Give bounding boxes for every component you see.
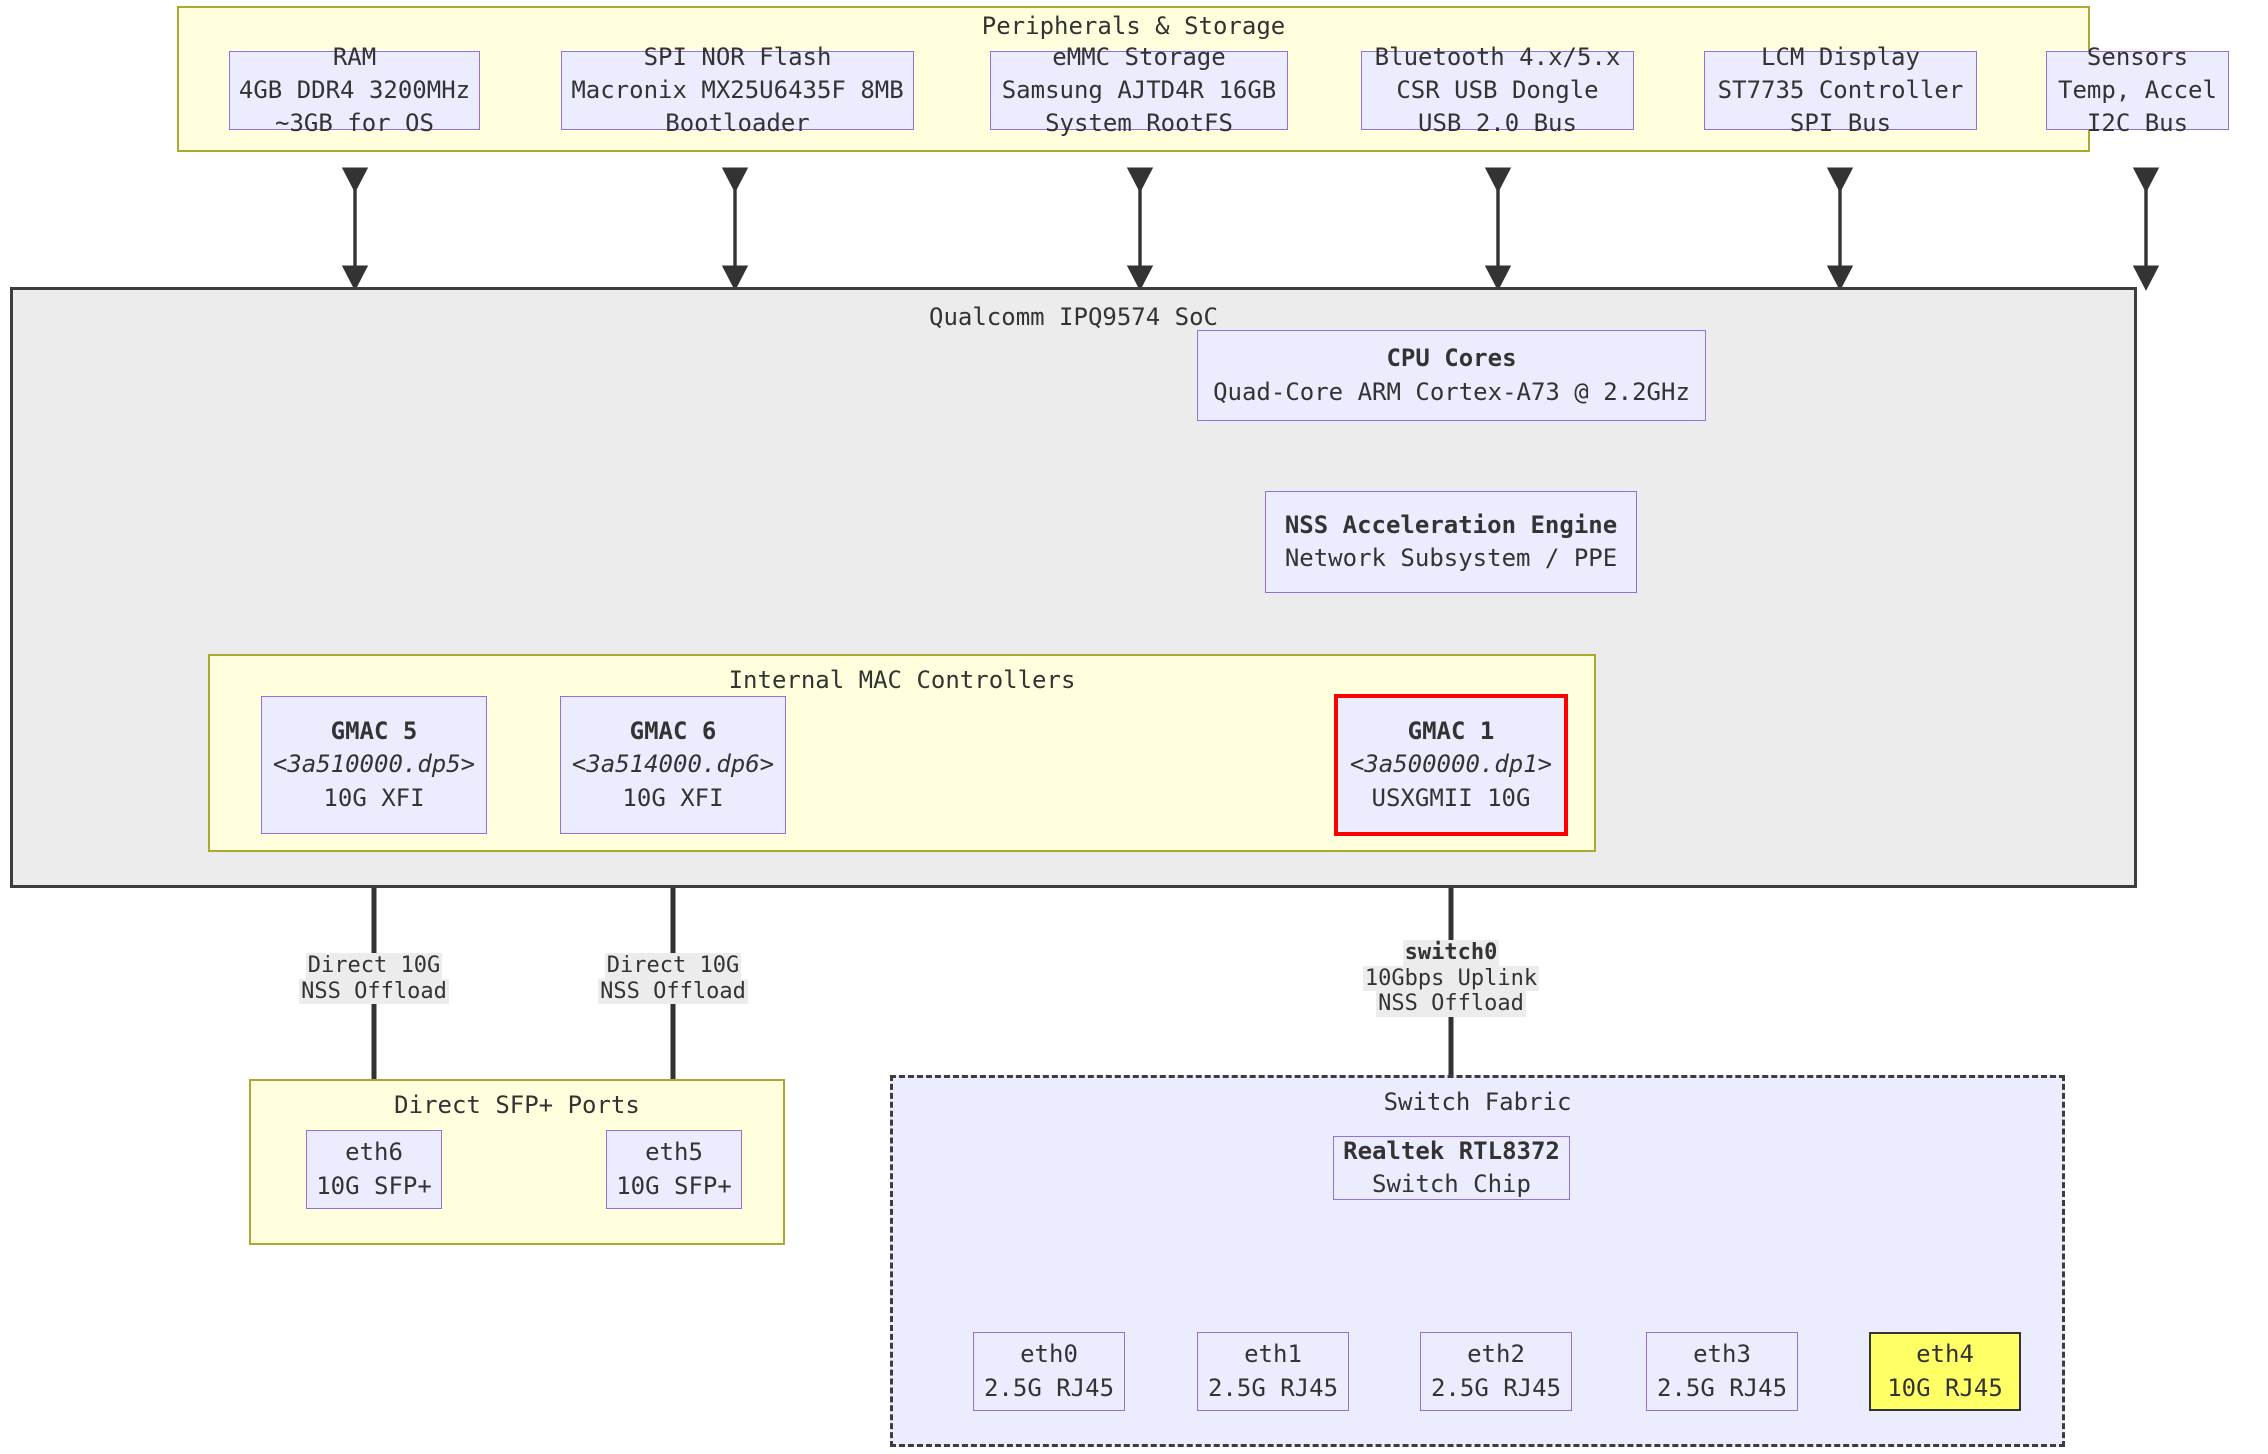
node-ram-line-0: RAM xyxy=(332,42,377,71)
node-gmac6[interactable]: GMAC 6 <3a514000.dp6> 10G XFI xyxy=(560,696,786,834)
node-eth4[interactable]: eth4 10G RJ45 xyxy=(1869,1332,2021,1411)
node-eth3-detail: 2.5G RJ45 xyxy=(1656,1373,1788,1402)
node-eth6[interactable]: eth6 10G SFP+ xyxy=(306,1130,442,1209)
node-lcm-display[interactable]: LCM Display ST7735 Controller SPI Bus xyxy=(1704,43,1977,137)
node-emmc-line-1: Samsung AJTD4R 16GB xyxy=(1001,75,1277,104)
node-cpu-detail: Quad-Core ARM Cortex-A73 @ 2.2GHz xyxy=(1213,377,1690,406)
node-gmac1-device: <3a500000.dp1> xyxy=(1349,750,1553,779)
node-eth1-detail: 2.5G RJ45 xyxy=(1207,1373,1339,1402)
node-eth1[interactable]: eth1 2.5G RJ45 xyxy=(1197,1332,1349,1411)
node-spi-flash-line-0: SPI NOR Flash xyxy=(643,42,832,71)
edge-label-gmac5-eth6-line-1: NSS Offload xyxy=(299,978,449,1005)
node-eth5-detail: 10G SFP+ xyxy=(616,1171,732,1200)
node-eth0-detail: 2.5G RJ45 xyxy=(983,1373,1115,1402)
node-eth5-label: eth5 xyxy=(645,1138,703,1167)
node-switch-chip-title: Realtek RTL8372 xyxy=(1343,1136,1560,1165)
node-gmac6-mode: 10G XFI xyxy=(622,783,724,812)
node-gmac1-title: GMAC 1 xyxy=(1407,717,1495,746)
node-cpu-title: CPU Cores xyxy=(1386,344,1517,373)
node-nss-engine[interactable]: NSS Acceleration Engine Network Subsyste… xyxy=(1265,491,1637,593)
node-bluetooth[interactable]: Bluetooth 4.x/5.x CSR USB Dongle USB 2.0… xyxy=(1361,43,1634,137)
node-sensors-line-1: Temp, Accel xyxy=(2058,75,2217,104)
edge-label-switch0: switch0 xyxy=(1402,940,1500,966)
edge-label-uplink-speed: 10Gbps Uplink xyxy=(1362,965,1540,992)
node-eth6-label: eth6 xyxy=(345,1138,403,1167)
node-emmc-storage[interactable]: eMMC Storage Samsung AJTD4R 16GB System … xyxy=(990,43,1288,137)
node-eth2-label: eth2 xyxy=(1467,1340,1525,1369)
cluster-title-fabric: Switch Fabric xyxy=(1383,1088,1572,1116)
node-eth2-detail: 2.5G RJ45 xyxy=(1430,1373,1562,1402)
node-gmac5[interactable]: GMAC 5 <3a510000.dp5> 10G XFI xyxy=(261,696,487,834)
node-gmac6-device: <3a514000.dp6> xyxy=(571,750,775,779)
node-bluetooth-line-1: CSR USB Dongle xyxy=(1396,75,1599,104)
node-nss-title: NSS Acceleration Engine xyxy=(1284,510,1618,539)
node-spi-nor-flash[interactable]: SPI NOR Flash Macronix MX25U6435F 8MB Bo… xyxy=(561,43,914,137)
node-spi-flash-line-1: Macronix MX25U6435F 8MB xyxy=(571,75,904,104)
node-eth3-label: eth3 xyxy=(1693,1340,1751,1369)
cluster-title-peripherals: Peripherals & Storage xyxy=(981,12,1286,40)
node-eth0[interactable]: eth0 2.5G RJ45 xyxy=(973,1332,1125,1411)
edge-label-gmac5-eth6-line-0: Direct 10G xyxy=(305,953,443,979)
node-bluetooth-line-2: USB 2.0 Bus xyxy=(1418,109,1577,138)
node-spi-flash-line-2: Bootloader xyxy=(665,109,810,138)
node-cpu-cores[interactable]: CPU Cores Quad-Core ARM Cortex-A73 @ 2.2… xyxy=(1197,330,1706,421)
edge-label-nss-offload: NSS Offload xyxy=(1376,991,1526,1017)
node-eth0-label: eth0 xyxy=(1020,1340,1078,1369)
node-eth5[interactable]: eth5 10G SFP+ xyxy=(606,1130,742,1209)
node-ram-line-2: ~3GB for OS xyxy=(275,109,434,138)
node-sensors[interactable]: Sensors Temp, Accel I2C Bus xyxy=(2046,43,2229,137)
node-lcm-line-0: LCM Display xyxy=(1761,42,1920,71)
cluster-title-sfp: Direct SFP+ Ports xyxy=(394,1091,640,1119)
node-gmac5-device: <3a510000.dp5> xyxy=(272,750,476,779)
node-bluetooth-line-0: Bluetooth 4.x/5.x xyxy=(1374,42,1621,71)
edge-label-gmac5-eth6: Direct 10G NSS Offload xyxy=(274,953,474,1005)
node-eth4-detail: 10G RJ45 xyxy=(1887,1373,2003,1402)
node-eth6-detail: 10G SFP+ xyxy=(316,1171,432,1200)
cluster-title-soc: Qualcomm IPQ9574 SoC xyxy=(929,303,1218,331)
node-ram[interactable]: RAM 4GB DDR4 3200MHz ~3GB for OS xyxy=(229,43,480,137)
node-eth1-label: eth1 xyxy=(1244,1340,1302,1369)
node-gmac5-mode: 10G XFI xyxy=(323,783,425,812)
node-switch-chip-detail: Switch Chip xyxy=(1372,1170,1531,1198)
node-emmc-line-2: System RootFS xyxy=(1045,109,1233,138)
edge-label-gmac6-eth5-line-0: Direct 10G xyxy=(604,953,742,979)
node-eth2[interactable]: eth2 2.5G RJ45 xyxy=(1420,1332,1572,1411)
edge-label-gmac1-switch: switch0 10Gbps Uplink NSS Offload xyxy=(1341,940,1561,1017)
cluster-title-mac: Internal MAC Controllers xyxy=(728,666,1076,694)
edge-label-gmac6-eth5: Direct 10G NSS Offload xyxy=(573,953,773,1005)
node-ram-line-1: 4GB DDR4 3200MHz xyxy=(238,75,471,104)
edge-label-gmac6-eth5-line-1: NSS Offload xyxy=(598,978,748,1005)
node-sensors-line-0: Sensors xyxy=(2086,42,2189,71)
node-lcm-line-2: SPI Bus xyxy=(1789,109,1892,138)
node-gmac1[interactable]: GMAC 1 <3a500000.dp1> USXGMII 10G xyxy=(1334,694,1568,836)
node-emmc-line-0: eMMC Storage xyxy=(1052,42,1226,71)
node-eth3[interactable]: eth3 2.5G RJ45 xyxy=(1646,1332,1798,1411)
node-lcm-line-1: ST7735 Controller xyxy=(1717,75,1964,104)
node-gmac5-title: GMAC 5 xyxy=(330,717,418,746)
node-switch-chip[interactable]: Realtek RTL8372 Switch Chip xyxy=(1333,1136,1570,1200)
node-gmac1-mode: USXGMII 10G xyxy=(1371,783,1531,812)
node-sensors-line-2: I2C Bus xyxy=(2086,109,2189,138)
node-gmac6-title: GMAC 6 xyxy=(629,717,717,746)
node-eth4-label: eth4 xyxy=(1916,1340,1974,1369)
node-nss-detail: Network Subsystem / PPE xyxy=(1284,544,1618,572)
